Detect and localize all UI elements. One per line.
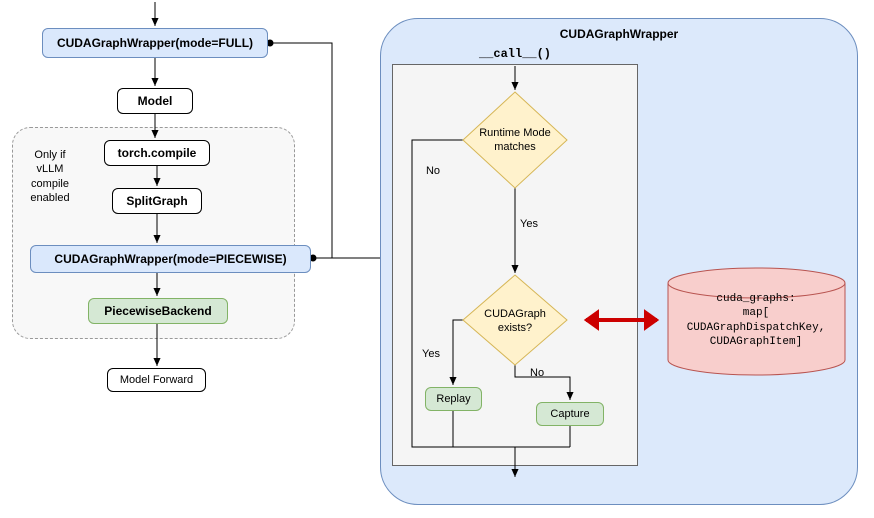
exists-label: CUDAGraph exists? bbox=[484, 308, 546, 335]
exists-yes-label: Yes bbox=[422, 348, 440, 360]
replay-box: Replay bbox=[425, 387, 482, 411]
runtime-yes-label: Yes bbox=[520, 218, 538, 230]
connector-dot-piecewise bbox=[309, 254, 317, 262]
capture-box: Capture bbox=[536, 402, 604, 426]
runtime-mode-diamond bbox=[462, 91, 568, 189]
connector-dot-full bbox=[266, 39, 274, 47]
call-method-label: __call__() bbox=[478, 47, 551, 61]
runtime-no-label: No bbox=[425, 165, 441, 177]
model-box: Model bbox=[117, 88, 193, 114]
wrapper-piecewise-box: CUDAGraphWrapper(mode=PIECEWISE) bbox=[30, 245, 311, 273]
wrapper-full-box: CUDAGraphWrapper(mode=FULL) bbox=[42, 28, 268, 58]
exists-no-label: No bbox=[530, 367, 545, 379]
flow-connectors bbox=[151, 2, 574, 477]
split-graph-box: SplitGraph bbox=[112, 188, 202, 214]
runtime-mode-label: Runtime Mode matches bbox=[479, 127, 551, 154]
cuda-graphs-cylinder bbox=[667, 267, 846, 376]
cuda-graphs-store-label: cuda_graphs: map[ CUDAGraphDispatchKey, … bbox=[686, 293, 826, 348]
panel-title: CUDAGraphWrapper bbox=[559, 27, 679, 41]
model-forward-box: Model Forward bbox=[107, 368, 206, 392]
torch-compile-box: torch.compile bbox=[104, 140, 210, 166]
compile-only-note: Only if vLLM compile enabled bbox=[30, 149, 70, 204]
cudagraph-exists-diamond bbox=[462, 274, 568, 366]
piecewise-backend-box: PiecewiseBackend bbox=[88, 298, 228, 324]
